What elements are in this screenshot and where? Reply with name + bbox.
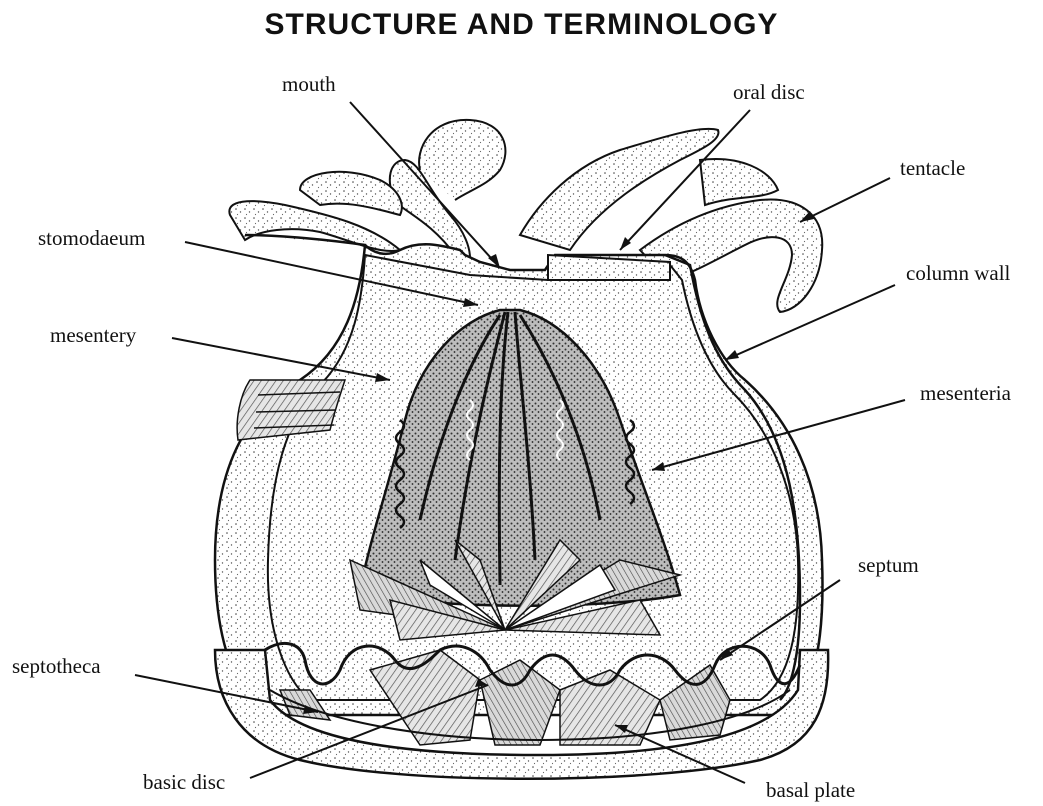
label-column-wall: column wall	[906, 263, 1010, 284]
label-tentacle: tentacle	[900, 158, 965, 179]
label-mesenteria: mesenteria	[920, 383, 1011, 404]
label-septum: septum	[858, 555, 919, 576]
label-mouth: mouth	[282, 74, 336, 95]
label-stomodaeum: stomodaeum	[38, 228, 145, 249]
label-septotheca: septotheca	[12, 656, 101, 677]
label-basic-disc: basic disc	[143, 772, 225, 793]
label-basal-plate: basal plate	[766, 780, 855, 801]
label-mesentery: mesentery	[50, 325, 136, 346]
label-oral-disc: oral disc	[733, 82, 805, 103]
